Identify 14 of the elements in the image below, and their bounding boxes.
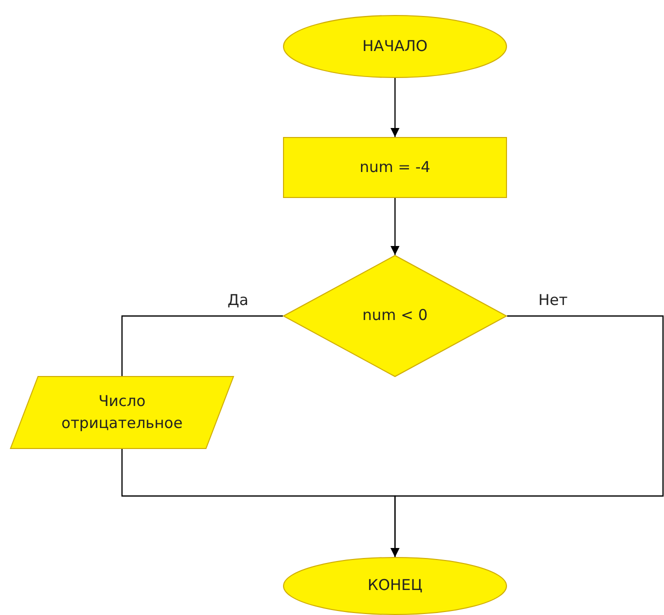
node-label: Число отрицательное [60,390,184,434]
io-parallelogram [10,376,234,449]
connector-arrow [390,198,400,255]
terminator-ellipse [283,15,507,78]
node-label: НАЧАЛО [362,36,428,57]
connector-arrow [390,78,400,137]
connector-arrow [390,315,664,557]
edge-label: Да [226,291,250,309]
terminator-ellipse [283,557,507,615]
decision-diamond [283,255,507,377]
node-label: num = -4 [360,156,430,178]
node-label: КОНЕЦ [368,575,422,596]
process-box [283,137,507,198]
node-label: num < 0 [362,305,428,326]
